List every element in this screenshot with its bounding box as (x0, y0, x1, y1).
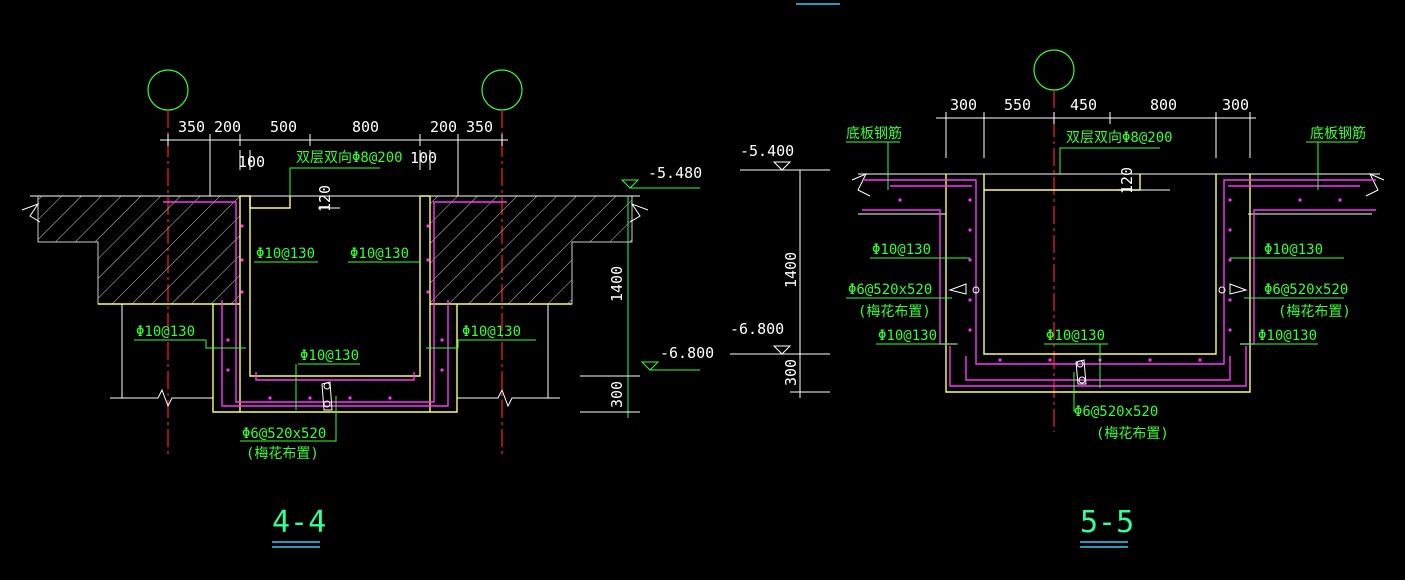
tie-bottom-note-5-5: (梅花布置) (1096, 426, 1169, 442)
dim-4-4-2: 500 (270, 118, 297, 136)
section-4-4: 350 200 500 800 200 350 100 100 双层双向Φ8@2… (21, 69, 714, 548)
level-top-5-5: -5.400 (740, 142, 794, 160)
dim-4-4-1: 200 (214, 118, 241, 136)
rebar-wall-right-4-4: Φ10@130 (350, 246, 409, 262)
dim-5-5-4: 300 (1222, 96, 1249, 114)
level-bottom-4-4: -6.800 (660, 344, 714, 362)
dim-5-5-3: 800 (1150, 96, 1177, 114)
tie-note-4-4: (梅花布置) (246, 446, 319, 462)
concrete-outline-5-5 (945, 214, 1251, 393)
dim-5-5-0: 300 (950, 96, 977, 114)
dim-4-4-inner-1: 100 (410, 149, 437, 167)
axis-bubble-5-5 (1033, 49, 1075, 91)
tie-right-note-5-5: (梅花布置) (1278, 304, 1351, 320)
axis-bubble-left (147, 69, 189, 111)
top-rebar-4-4: 双层双向Φ8@200 (296, 150, 403, 166)
dim-4-4-4: 200 (430, 118, 457, 136)
dim-5-5-1: 550 (1004, 96, 1031, 114)
soil-hatch-left (37, 195, 241, 305)
concrete-base-4-4 (212, 304, 458, 413)
soil-hatch-right (429, 195, 633, 305)
rebar-low-right-5-5: Φ10@130 (1258, 328, 1317, 344)
rebar-bottom-4-4: Φ10@130 (300, 348, 359, 364)
base-thk-4-4: 300 (608, 381, 626, 408)
slab-thk-4-4: 120 (316, 185, 334, 212)
section-title-5-5: 5-5 (1080, 505, 1134, 540)
dim-4-4-inner-0: 100 (238, 153, 265, 171)
tie-left-note-5-5: (梅花布置) (858, 304, 931, 320)
depth-5-5: 1400 (782, 252, 800, 288)
rebar-wall-right-5-5: Φ10@130 (1264, 242, 1323, 258)
tie-right-5-5: Φ6@520x520 (1264, 282, 1348, 298)
level-bottom-5-5: -6.800 (730, 320, 784, 338)
top-rebar-5-5: 双层双向Φ8@200 (1066, 130, 1173, 146)
tie-bottom-5-5: Φ6@520x520 (1074, 404, 1158, 420)
dim-5-5-2: 450 (1070, 96, 1097, 114)
tie-left-5-5: Φ6@520x520 (848, 282, 932, 298)
level-top-4-4: -5.480 (648, 164, 702, 182)
rebar-bottom-5-5: Φ10@130 (1046, 328, 1105, 344)
rebar-wall-left-4-4: Φ10@130 (256, 246, 315, 262)
section-title-4-4: 4-4 (272, 505, 326, 540)
tie-label-4-4: Φ6@520x520 (242, 426, 326, 442)
rebar-outer-left-4-4: Φ10@130 (136, 324, 195, 340)
axis-bubble-right (481, 69, 523, 111)
bottom-rebar-right-5-5: 底板钢筋 (1310, 125, 1366, 142)
depth-4-4: 1400 (608, 266, 626, 302)
bottom-rebar-left-5-5: 底板钢筋 (846, 125, 902, 142)
section-5-5: 300 550 450 800 300 双层双向Φ8@200 120 底板钢筋 … (730, 49, 1385, 548)
dim-4-4-0: 350 (178, 118, 205, 136)
rebar-low-left-5-5: Φ10@130 (878, 328, 937, 344)
rebar-outer-right-4-4: Φ10@130 (462, 324, 521, 340)
dim-4-4-5: 350 (466, 118, 493, 136)
rebar-outer-4-4 (163, 201, 507, 403)
rebar-wall-left-5-5: Φ10@130 (872, 242, 931, 258)
dim-4-4-3: 800 (352, 118, 379, 136)
base-thk-5-5: 300 (782, 359, 800, 386)
